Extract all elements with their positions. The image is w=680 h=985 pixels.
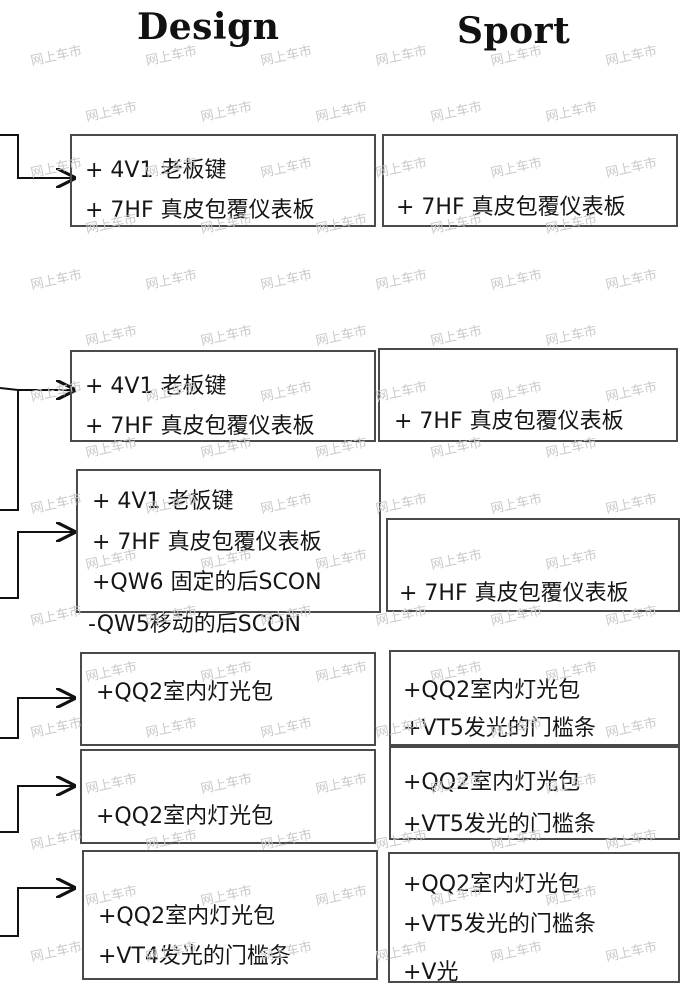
design-item: +VT4发光的门槛条 (98, 944, 291, 969)
design-item: +QQ2室内灯光包 (96, 680, 274, 705)
arrow-row2 (0, 388, 74, 390)
sport-item: +QQ2室内灯光包 (403, 770, 581, 795)
sport-box-2 (378, 348, 678, 442)
sport-box-6 (388, 852, 680, 983)
sport-item: +VT5发光的门槛条 (403, 812, 596, 837)
column-header-design: Design (137, 6, 280, 48)
sport-box-4 (389, 650, 680, 746)
design-box-3 (76, 469, 381, 613)
design-item: +QQ2室内灯光包 (96, 804, 274, 829)
design-item: + 7HF 真皮包覆仪表板 (85, 414, 315, 439)
sport-item: +VT5发光的门槛条 (403, 716, 596, 741)
sport-item: + 7HF 真皮包覆仪表板 (394, 409, 624, 434)
sport-box-3 (386, 518, 680, 612)
sport-item-partial: +V光 (403, 960, 459, 985)
design-box-1 (70, 134, 376, 227)
column-header-sport: Sport (457, 10, 571, 52)
sport-item: + 7HF 真皮包覆仪表板 (396, 195, 626, 220)
design-box-5 (80, 749, 376, 844)
design-item: + 4V1 老板键 (85, 158, 227, 183)
sport-item: +VT5发光的门槛条 (403, 912, 596, 937)
design-item: + 4V1 老板键 (85, 374, 227, 399)
sport-item: + 7HF 真皮包覆仪表板 (399, 581, 629, 606)
design-item: +QW6 固定的后SCON (92, 570, 322, 595)
design-item: + 7HF 真皮包覆仪表板 (85, 198, 315, 223)
design-item: + 4V1 老板键 (92, 489, 234, 514)
design-item: +QQ2室内灯光包 (98, 904, 276, 929)
design-box-4 (80, 652, 376, 746)
design-box-2 (70, 350, 376, 442)
sport-box-5 (389, 746, 680, 840)
design-item: + 7HF 真皮包覆仪表板 (92, 530, 322, 555)
design-item-overflow: -QW5移动的后SCON (88, 612, 301, 637)
sport-box-1 (382, 134, 678, 227)
sport-item: +QQ2室内灯光包 (403, 872, 581, 897)
design-box-6 (82, 850, 378, 980)
sport-item: +QQ2室内灯光包 (403, 678, 581, 703)
